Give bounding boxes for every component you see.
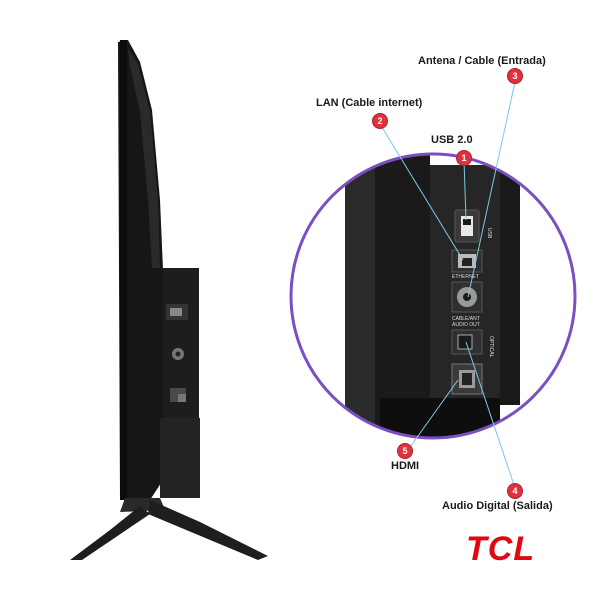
callout-label-optical: Audio Digital (Salida) [442, 500, 553, 512]
tv-stand [70, 498, 268, 560]
tv-body [118, 40, 163, 500]
rear-connector-module [160, 268, 200, 498]
callout-badge-lan: 2 [373, 114, 387, 128]
usb-port-marking: USB [486, 228, 492, 239]
callout-badge-optical: 4 [508, 484, 522, 498]
tcl-logo: TCL [466, 530, 536, 568]
audio-out-marking: AUDIO OUT [452, 322, 480, 328]
callout-label-hdmi: HDMI [391, 460, 420, 472]
callout-leader-lines [379, 81, 516, 489]
callout-label-lan: LAN (Cable internet) [316, 97, 423, 109]
magnified-port-detail [291, 154, 575, 438]
magnifier-ring [289, 152, 577, 440]
optical-marking: OPTICAL [488, 336, 494, 358]
callout-label-usb: USB 2.0 [431, 134, 473, 146]
callout-label-antenna: Antena / Cable (Entrada) [418, 55, 546, 67]
callout-badge-usb: 1 [457, 151, 471, 165]
cable-port-marking: CABLE/ANT [452, 316, 480, 322]
callout-badge-antenna: 3 [508, 69, 522, 83]
callout-badge-hdmi: 5 [398, 444, 412, 458]
ethernet-port-marking: ETHERNET [452, 274, 479, 280]
